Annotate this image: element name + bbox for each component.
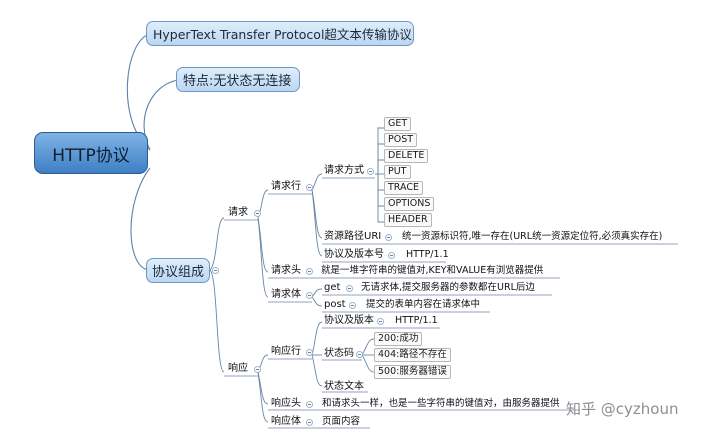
collapse-response-header-icon[interactable] [306,401,313,408]
method-options[interactable]: OPTIONS [384,197,435,211]
request-body-get[interactable]: get [324,282,341,293]
collapse-response-line-icon[interactable] [306,349,313,356]
method-delete[interactable]: DELETE [384,149,429,163]
collapse-status-code-icon[interactable] [356,351,363,358]
root-node[interactable]: HTTP协议 [34,132,148,174]
collapse-request-icon[interactable] [254,210,261,217]
request-body-get-desc[interactable]: 无请求体,提交服务器的参数都在URL后边 [361,282,535,293]
collapse-get-icon[interactable] [346,285,353,292]
collapse-request-uri-icon[interactable] [385,234,392,241]
definition-node[interactable]: HyperText Transfer Protocol超文本传输协议 [146,21,414,46]
response-body-node[interactable]: 响应体 [271,416,301,427]
composition-node[interactable]: 协议组成 [146,258,210,283]
response-version-node[interactable]: 协议及版本 [324,315,374,326]
method-put[interactable]: PUT [384,165,411,179]
request-header-node[interactable]: 请求头 [271,265,301,276]
request-body-post-desc[interactable]: 提交的表单内容在请求体中 [366,299,481,310]
status-text-node[interactable]: 状态文本 [324,381,364,392]
response-header-desc[interactable]: 和请求头一样，也是一些字符串的键值对，由服务器提供 [322,398,560,409]
status-500[interactable]: 500:服务器错误 [374,365,451,379]
response-version-value[interactable]: HTTP/1.1 [395,315,438,326]
request-uri-desc[interactable]: 统一资源标识符,唯一存在(URL统一资源定位符,必须真实存在) [402,231,663,242]
status-404[interactable]: 404:路径不存在 [374,348,451,362]
method-header[interactable]: HEADER [384,213,432,227]
request-body-post[interactable]: post [324,299,346,310]
request-header-desc[interactable]: 就是一堆字符串的键值对,KEY和VALUE有浏览器提供 [321,265,544,276]
collapse-request-version-icon[interactable] [388,252,395,259]
feature-text: 特点:无状态无连接 [183,74,292,89]
collapse-composition-icon[interactable] [212,267,219,274]
collapse-request-method-icon[interactable] [367,168,374,175]
request-uri-node[interactable]: 资源路径URI [324,231,382,242]
watermark: 知乎 @cyzhoun [566,400,679,418]
response-header-node[interactable]: 响应头 [271,398,301,409]
root-title: HTTP协议 [52,145,130,166]
method-get[interactable]: GET [384,117,412,131]
request-method-node[interactable]: 请求方式 [324,165,364,176]
feature-node[interactable]: 特点:无状态无连接 [176,67,300,92]
request-node[interactable]: 请求 [228,207,248,218]
collapse-request-body-icon[interactable] [306,292,313,299]
status-code-node[interactable]: 状态码 [324,348,354,359]
status-200[interactable]: 200:成功 [374,332,423,346]
request-line-node[interactable]: 请求行 [271,181,301,192]
collapse-response-body-icon[interactable] [306,419,313,426]
collapse-request-header-icon[interactable] [306,268,313,275]
collapse-response-version-icon[interactable] [377,318,384,325]
response-line-node[interactable]: 响应行 [271,346,301,357]
request-version-value[interactable]: HTTP/1.1 [406,249,449,260]
request-body-node[interactable]: 请求体 [271,289,301,300]
composition-text: 协议组成 [152,265,205,280]
method-post[interactable]: POST [384,133,418,147]
collapse-post-icon[interactable] [349,302,356,309]
definition-text: HyperText Transfer Protocol超文本传输协议 [153,27,412,42]
response-body-desc[interactable]: 页面内容 [322,416,361,427]
method-trace[interactable]: TRACE [384,181,423,195]
collapse-request-line-icon[interactable] [306,184,313,191]
response-node[interactable]: 响应 [228,363,248,374]
collapse-response-icon[interactable] [254,366,261,373]
request-version-node[interactable]: 协议及版本号 [324,249,384,260]
